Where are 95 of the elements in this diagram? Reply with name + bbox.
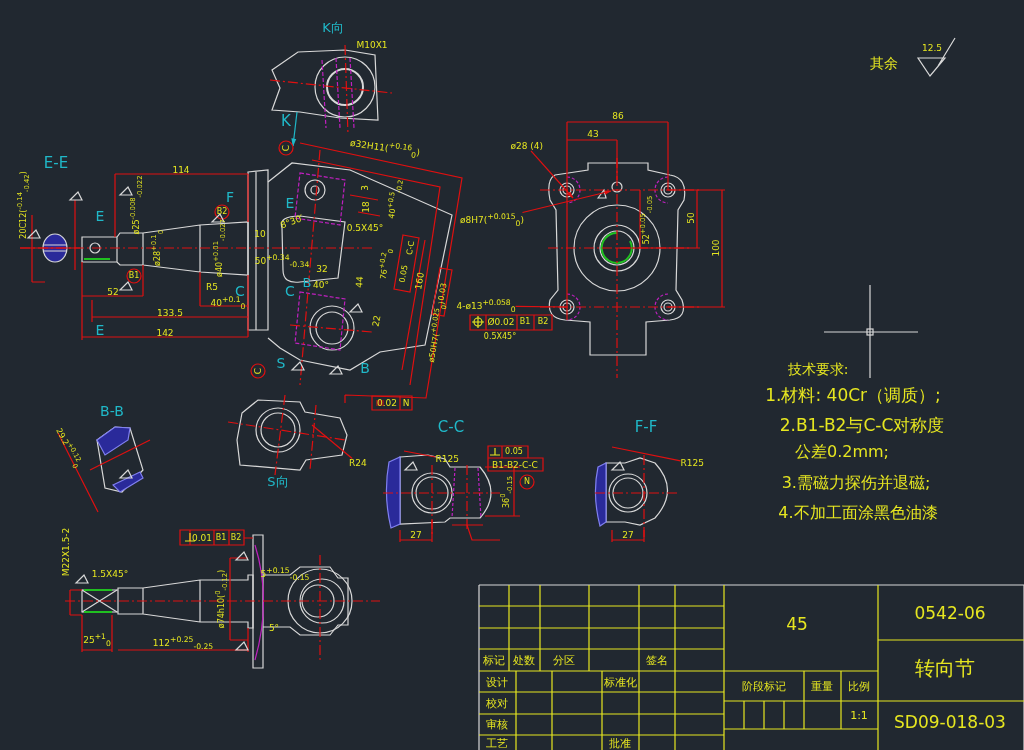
- view-label: C: [285, 284, 295, 298]
- dimension-text: ø8H7($^{+0.015}$$_{0}$): [460, 212, 524, 228]
- dimension-text: 18: [361, 201, 371, 213]
- view-label: S向: [267, 474, 289, 488]
- roughness-value: 12.5: [922, 43, 942, 53]
- note-text: 技术要求:: [787, 362, 849, 376]
- view-label: E: [95, 323, 105, 337]
- dimension-text: 0.5X45°: [483, 333, 517, 341]
- view-label: F-F: [634, 419, 658, 435]
- title-block-text: 校对: [486, 697, 508, 709]
- title-block-text: 重量: [811, 680, 833, 692]
- note-text: 其余: [870, 56, 898, 70]
- dimension-text: ø28 (4): [510, 141, 544, 151]
- tolerance-text: N: [402, 398, 410, 408]
- dimension-text: 160: [414, 271, 426, 291]
- dimension-text: 5°: [268, 623, 280, 633]
- dimension-text: 44: [355, 275, 365, 289]
- tolerance-text: B2: [230, 534, 242, 542]
- dimension-text: 10: [254, 229, 266, 239]
- datum-label: C: [281, 144, 291, 152]
- dimension-text: 1.5X45°: [91, 569, 129, 579]
- tolerance-text: Ø0.02: [487, 317, 515, 327]
- tolerance-text: 0.05: [505, 448, 523, 456]
- tolerance-text: B1: [519, 318, 531, 326]
- leader-line: [403, 450, 437, 458]
- dimension-text: 133.5: [157, 308, 183, 318]
- view-label: S: [276, 356, 286, 370]
- dimension-text: M22X1.5-2: [61, 527, 71, 577]
- dimension-text: 22: [371, 314, 383, 328]
- datum-label: B1: [128, 272, 140, 280]
- title-block-text: 0542-06: [914, 604, 986, 622]
- leader-line: [521, 190, 612, 214]
- leader-line: [530, 150, 574, 199]
- view-label: E: [285, 196, 295, 210]
- view-label: C-C: [437, 419, 465, 435]
- title-block-text: 45: [786, 615, 808, 633]
- note-text: 2.B1-B2与C-C对称度: [779, 416, 945, 434]
- view-label: B: [360, 361, 370, 375]
- dimension-text: 142: [156, 328, 174, 338]
- view-label: E-E: [43, 155, 69, 171]
- view-label: F: [225, 190, 235, 204]
- dimension-text: 50: [686, 212, 696, 224]
- title-block-text: 工艺: [486, 737, 508, 749]
- title-block-text: 审核: [486, 718, 508, 730]
- dimension-text: 8°30′: [279, 213, 305, 231]
- tolerance-text: 0.05: [398, 264, 410, 284]
- dimension-text: 86: [612, 111, 624, 121]
- tolerance-text: B2: [537, 318, 549, 326]
- tolerance-text: 0.02: [377, 398, 397, 408]
- datum-label: B2: [216, 208, 228, 216]
- view-label: K: [281, 113, 291, 129]
- dimension-text: 27: [622, 530, 634, 540]
- title-block-text: 处数: [513, 654, 535, 666]
- title-block-text: 1:1: [850, 709, 868, 721]
- tolerance-text: 0.03: [437, 282, 449, 302]
- datum-label: C: [253, 367, 263, 375]
- title-block-text: SD09-018-03: [894, 713, 1006, 731]
- note-text: 4.不加工面涂黑色油漆: [778, 505, 938, 521]
- title-block-text: 设计: [486, 676, 508, 688]
- dimension-text: 114: [172, 165, 190, 175]
- dimension-text: R125: [680, 458, 704, 468]
- dimension-text: 52: [107, 287, 119, 297]
- title-block-text: 分区: [553, 654, 575, 666]
- tolerance-text: 0.01: [192, 533, 212, 543]
- leader-line: [515, 305, 568, 308]
- tolerance-text: B1: [215, 534, 227, 542]
- title-block-text: 标准化: [603, 676, 637, 688]
- dimension-text: 40°: [313, 280, 329, 290]
- dimension-text: 100: [711, 239, 721, 257]
- title-block-text: 签名: [646, 654, 668, 666]
- dimension-text: R125: [435, 454, 459, 464]
- view-label: B-B: [100, 404, 124, 418]
- dimension-text: 43: [587, 129, 599, 139]
- dimension-text: 27: [410, 530, 422, 540]
- note-text: 1.材料: 40Cr（调质）;: [765, 386, 941, 404]
- view-label: K向: [322, 20, 344, 34]
- dimension-text: R5: [206, 282, 218, 292]
- leader-line: [611, 446, 682, 462]
- note-text: 公差0.2mm;: [795, 444, 889, 460]
- dimension-text: 0.5X45°: [346, 223, 384, 233]
- dimension-text: 32: [316, 264, 328, 274]
- datum-label: N: [524, 478, 530, 486]
- view-label: E: [95, 209, 105, 223]
- title-block-text: 批准: [609, 737, 631, 749]
- dimension-text: 3: [360, 185, 370, 191]
- note-text: 3.需磁力探伤并退磁;: [781, 475, 931, 491]
- tolerance-text: B1-B2-C-C: [492, 460, 538, 470]
- title-block-text: 阶段标记: [742, 680, 786, 692]
- dimension-text: M10X1: [356, 40, 388, 50]
- title-block-text: 标记: [483, 654, 505, 666]
- title-block-text: 转向节: [915, 658, 975, 678]
- leader-line: [311, 424, 353, 460]
- title-block-text: 比例: [848, 680, 870, 692]
- tolerance-text: C-C: [405, 240, 417, 256]
- dimension-text: R24: [349, 458, 367, 468]
